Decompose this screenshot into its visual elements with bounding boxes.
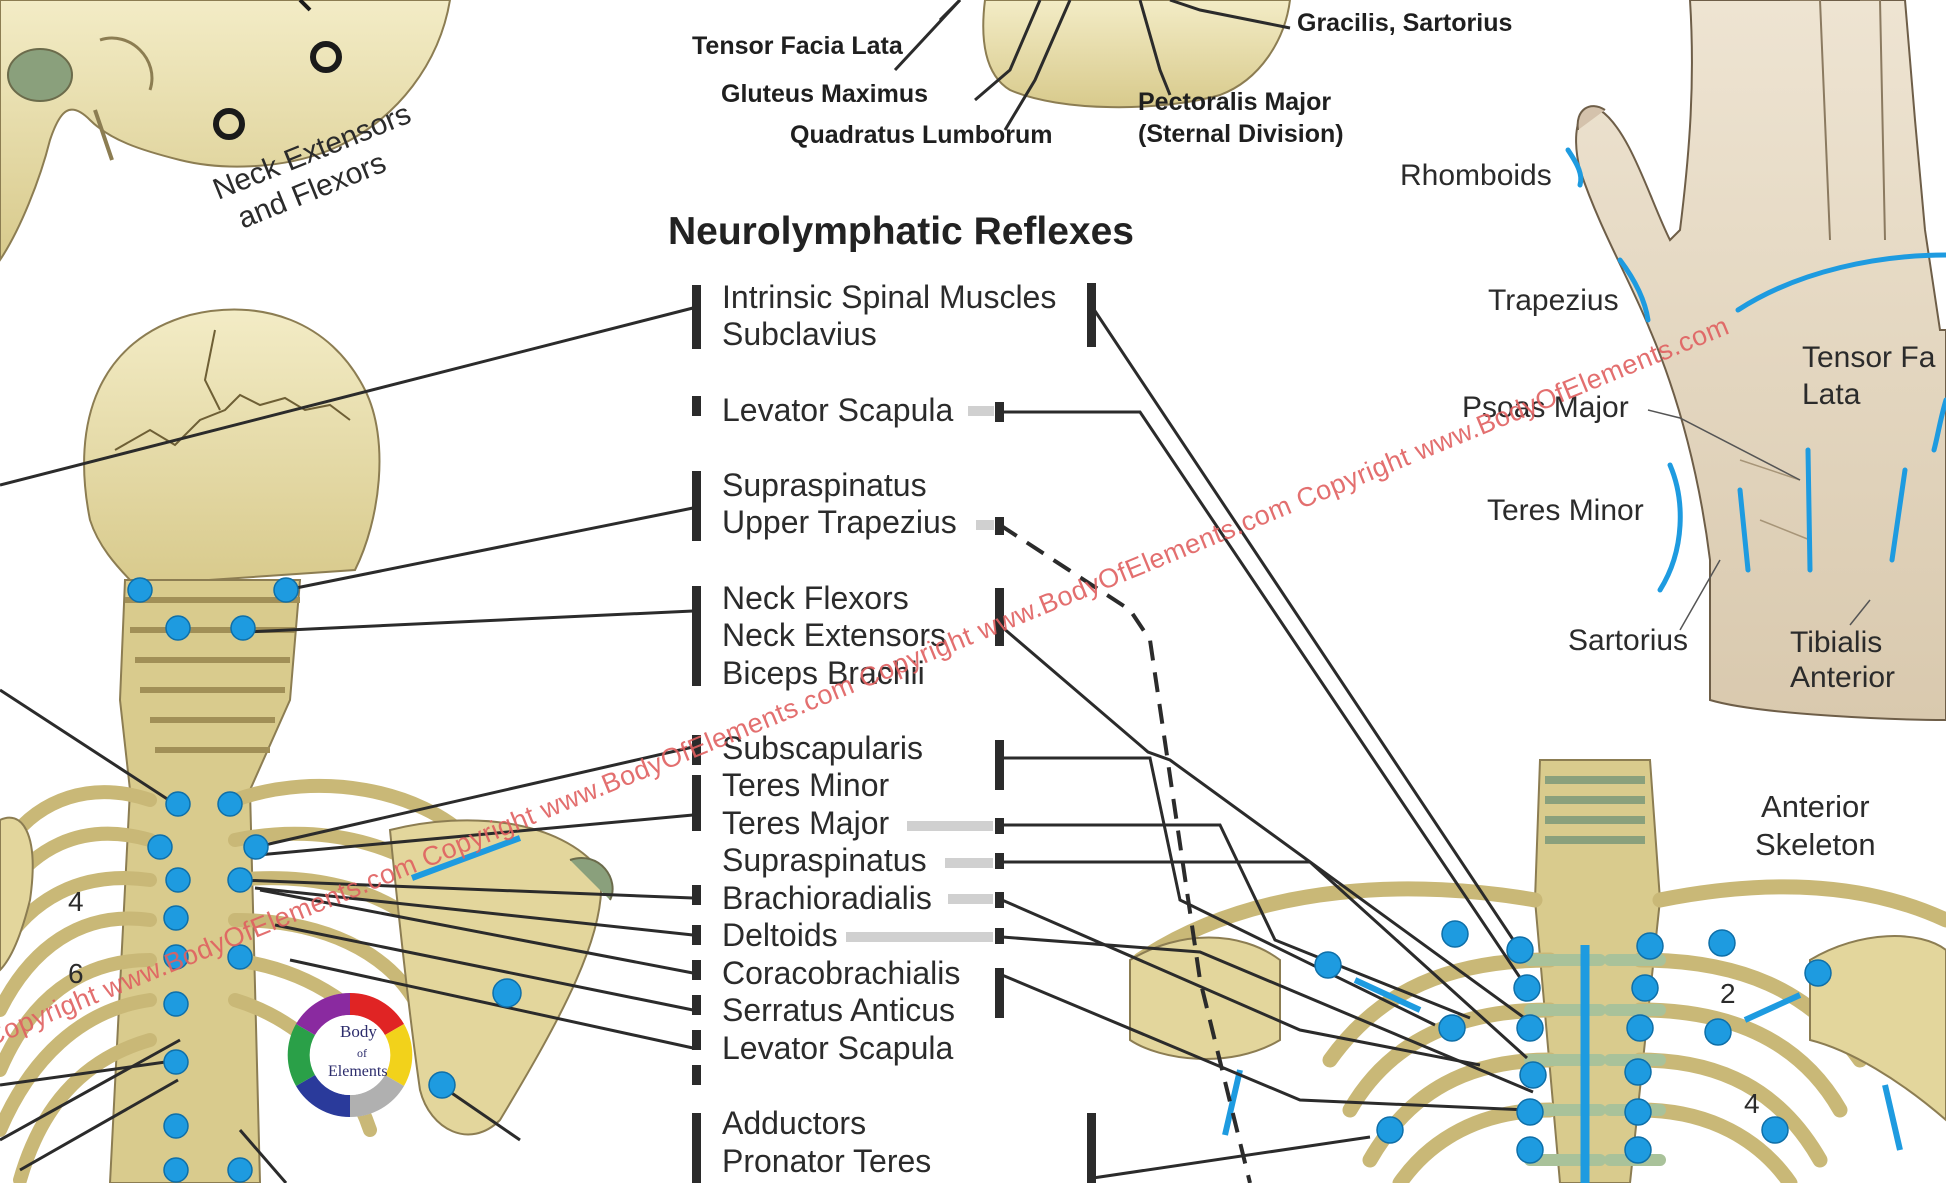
rib-number-2-anterior: 2 [1720, 978, 1736, 1009]
label-pectoralis-major: Pectoralis Major [1138, 88, 1332, 116]
list-item: Subclavius [722, 316, 877, 352]
list-brackets [692, 283, 1096, 1183]
reflex-dots [127, 577, 1832, 1183]
label-quadratus-lumborum: Quadratus Lumborum [790, 121, 1053, 149]
label-rhomboids: Rhomboids [1400, 159, 1552, 192]
list-item: Supraspinatus [722, 842, 927, 878]
logo-text-of: of [357, 1046, 367, 1060]
label-trapezius: Trapezius [1488, 284, 1619, 317]
list-item: Coracobrachialis [722, 955, 961, 991]
label-teres-minor-hand: Teres Minor [1487, 494, 1644, 527]
body-of-elements-logo [287, 992, 413, 1118]
list-item: Deltoids [722, 917, 838, 953]
dashed-leader-line [998, 523, 1252, 1183]
list-item: Intrinsic Spinal Muscles [722, 279, 1057, 315]
list-item: Neck Flexors [722, 580, 909, 616]
list-item: Adductors [722, 1105, 867, 1141]
list-item: Supraspinatus [722, 467, 927, 503]
reflex-ring-icon [310, 41, 342, 73]
label-sartorius: Sartorius [1568, 624, 1689, 657]
label-psoas-major: Psoas Major [1462, 391, 1629, 424]
label-anterior: Anterior [1790, 661, 1896, 694]
list-item: Teres Major [722, 805, 890, 841]
rib-number-4-posterior: 4 [68, 886, 84, 917]
label-anterior-skeleton: Anterior Skeleton [1755, 788, 1876, 864]
rib-number-6-posterior: 6 [68, 958, 84, 989]
list-item: Pronator Teres [722, 1143, 932, 1179]
scapula-right-illustration [388, 819, 614, 1136]
list-item: Upper Trapezius [722, 504, 957, 540]
label-sternal-division: (Sternal Division) [1138, 120, 1344, 148]
label-tibialis: Tibialis [1790, 626, 1883, 659]
label-tensor-fa: Tensor Fa [1802, 341, 1936, 374]
list-item: Subscapularis [722, 730, 923, 766]
posterior-spine-illustration [108, 579, 302, 1183]
reflex-ring-icon [213, 108, 245, 140]
list-item: Biceps Brachii [722, 655, 925, 691]
skull-base-illustration [0, 0, 452, 262]
list-item: Levator Scapula [722, 392, 954, 428]
leader-lines [0, 306, 1534, 1183]
logo-text-elements: Elements [328, 1063, 388, 1080]
rib-number-4-anterior: 4 [1744, 1088, 1760, 1119]
hand-illustration [1575, 0, 1946, 722]
list-item: Serratus Anticus [722, 992, 955, 1028]
label-gluteus-maximus: Gluteus Maximus [721, 80, 928, 108]
list-item: Neck Extensors [722, 617, 947, 653]
page-title: Neurolymphatic Reflexes [668, 210, 1135, 253]
pelvis-fragment-illustration [893, 0, 1292, 131]
logo-text-body: Body [340, 1022, 377, 1041]
scapula-left-illustration [0, 816, 34, 972]
hand-reflex-marks [1565, 147, 1946, 593]
label-anterior-line: Anterior [1761, 789, 1870, 824]
label-skeleton-line: Skeleton [1755, 827, 1876, 862]
list-item: Levator Scapula [722, 1030, 954, 1066]
list-item: Teres Minor [722, 767, 890, 803]
label-gracilis-sartorius: Gracilis, Sartorius [1297, 9, 1513, 37]
label-lata: Lata [1802, 378, 1861, 411]
label-tensor-facia-lata: Tensor Facia Lata [692, 32, 903, 60]
reflex-line-mark [410, 835, 522, 881]
list-connector-stubs [846, 406, 994, 942]
list-item: Brachioradialis [722, 880, 932, 916]
